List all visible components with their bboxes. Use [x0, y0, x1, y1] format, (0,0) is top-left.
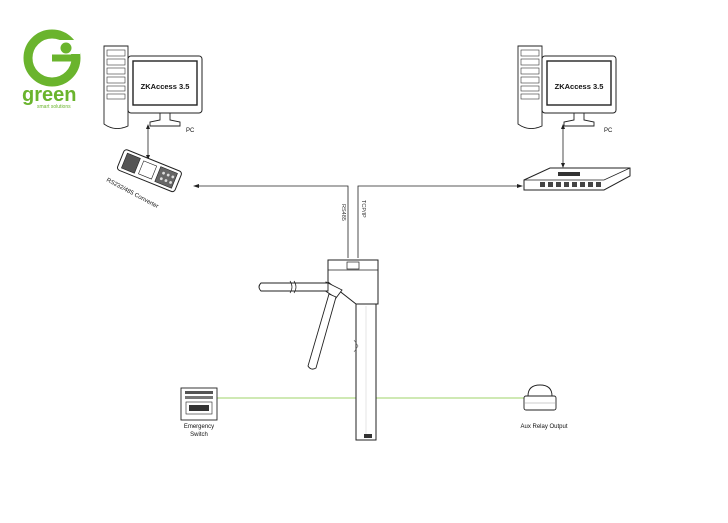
logo-dot	[60, 42, 72, 54]
pc-right-label: PC	[604, 128, 613, 134]
arrow-pc-to-converter	[146, 124, 150, 160]
turnstile-arm-horizontal	[258, 282, 329, 292]
pc-right-screen-text: ZKAccess 3.5	[555, 82, 604, 91]
emergency-label-line1: Emergency	[184, 424, 214, 430]
pc-left-tower	[103, 45, 129, 129]
tcpip-link: TCP/IP	[357, 184, 523, 258]
arrow-pc-to-switch	[561, 124, 565, 168]
pc-left: ZKAccess 3.5 PC	[103, 45, 203, 134]
logo-ring	[23, 29, 81, 87]
emergency-label-line2: Switch	[190, 432, 208, 438]
rs485-arrowhead	[193, 184, 199, 188]
rs485-label: RS485	[340, 204, 346, 221]
beacon-dome	[527, 384, 553, 397]
emergency-switch: Emergency Switch	[180, 387, 218, 438]
pc-left-screen-text: ZKAccess 3.5	[141, 82, 190, 91]
tcpip-wire	[357, 185, 520, 258]
rs485-wire	[196, 185, 349, 258]
aux-label: Aux Relay Output	[520, 424, 567, 430]
tcpip-arrowhead	[517, 184, 523, 188]
rs485-link: RS485	[193, 184, 349, 258]
tripod-turnstile	[258, 259, 379, 441]
pc-right-tower	[517, 45, 543, 129]
logo-tagline: smart solutions	[37, 104, 71, 110]
rs232-485-converter	[116, 149, 182, 193]
green-logo: green smart solutions	[22, 29, 81, 110]
pc-right-screen	[546, 60, 612, 106]
network-switch	[523, 167, 631, 191]
tcpip-label: TCP/IP	[360, 200, 366, 218]
aux-relay-beacon: Aux Relay Output	[520, 384, 568, 430]
pc-left-label: PC	[186, 128, 195, 134]
turnstile-reader	[346, 261, 360, 270]
pc-right: ZKAccess 3.5 PC	[517, 45, 617, 134]
logo-word: green	[22, 84, 76, 106]
turnstile-arm-diagonal	[307, 293, 337, 370]
pc-left-screen	[132, 60, 198, 106]
